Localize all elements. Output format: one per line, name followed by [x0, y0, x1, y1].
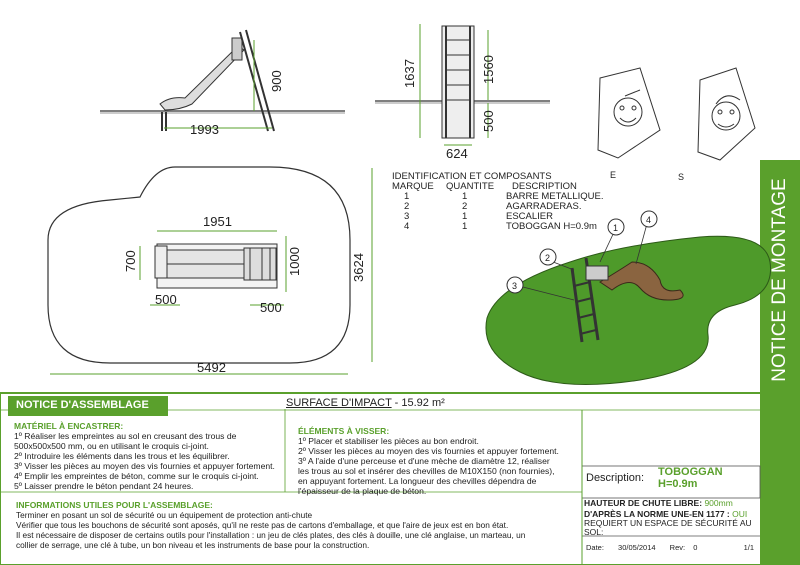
- picto-label-e: E: [610, 170, 616, 180]
- spec-description-name: TOBOGGAN: [658, 466, 723, 478]
- dim-front-base: 500: [481, 110, 496, 132]
- surface-value: - 15.92 m²: [394, 397, 445, 409]
- iso-view: [485, 210, 772, 385]
- vertical-title: NOTICE DE MONTAGE: [769, 178, 790, 382]
- materiel-line: 1º Réaliser les empreintes au sol en cre…: [14, 431, 237, 441]
- infos-line: collier de serrage, une clé à tube, un b…: [16, 540, 370, 550]
- dim-plan-bottom-left: 500: [155, 292, 177, 307]
- visser-block: ÉLÉMENTS À VISSER: 1º Placer et stabilis…: [298, 426, 582, 496]
- col-marque: MARQUE: [392, 181, 434, 192]
- spec-description-sub: H=0.9m: [658, 478, 698, 490]
- materiel-title: MATÉRIEL À ENCASTRER:: [14, 421, 124, 431]
- callout-1: 1: [613, 223, 618, 233]
- materiel-line: 5º Laisser prendre le béton pendant 24 h…: [14, 481, 194, 491]
- dim-front-width: 624: [446, 146, 468, 161]
- materiel-line: 3º Visser les pièces au moyen des vis fo…: [14, 461, 275, 471]
- materiel-line: 500x500x500 mm, ou en utilisant le croqu…: [14, 441, 209, 451]
- components-block: IDENTIFICATION ET COMPOSANTS MARQUE QUAN…: [392, 172, 622, 232]
- callout-2: 2: [545, 253, 550, 263]
- visser-line: en appuyant fortement. La longueur des c…: [298, 476, 537, 486]
- callout-4: 4: [646, 215, 651, 225]
- visser-line: 3º A l'aide d'une perceuse et d'une mèch…: [298, 456, 550, 466]
- spec-page: 1/1: [743, 543, 754, 552]
- components-title: IDENTIFICATION ET COMPOSANTS: [392, 171, 552, 182]
- infos-line: Vérifier que tous les bouchons de sécuri…: [16, 520, 509, 530]
- front-view: [375, 24, 550, 146]
- visser-line: 2º Visser les pièces au moyen des vis fo…: [298, 446, 559, 456]
- spec-rev-value: 0: [693, 543, 698, 552]
- spec-norme-text: REQUIERT UN ESPACE DE SÉCURITÉ AU SOL:: [584, 518, 752, 537]
- visser-line: 1º Placer et stabiliser les pièces au bo…: [298, 436, 479, 446]
- dim-front-total: 1637: [402, 59, 417, 88]
- side-view: [100, 29, 345, 132]
- spec-norme-value: OUI: [732, 509, 748, 519]
- dim-zone-height: 3624: [351, 253, 366, 282]
- vertical-title-box: NOTICE DE MONTAGE: [760, 160, 800, 400]
- callout-3: 3: [512, 281, 517, 291]
- materiel-line: 2º Introduire les éléments dans les trou…: [14, 451, 230, 461]
- side-band: [760, 160, 800, 565]
- picto-entrance: [597, 67, 661, 159]
- dim-plan-width: 1951: [203, 214, 232, 229]
- spec-date-value: 30/05/2014: [618, 543, 656, 552]
- col-quantite: QUANTITE: [446, 181, 495, 192]
- dim-plan-right: 1000: [287, 247, 302, 276]
- dim-plan-left: 700: [123, 250, 138, 272]
- spec-description-label: Description:: [586, 472, 645, 484]
- visser-title: ÉLÉMENTS À VISSER:: [298, 426, 390, 436]
- surface-label: SURFACE D'IMPACT: [286, 397, 392, 409]
- visser-line: l'épaisseur de la plaque de béton.: [298, 486, 427, 496]
- dim-zone-width: 5492: [197, 360, 226, 375]
- spec-date-label: Date:: [586, 543, 604, 552]
- materiel-line: 4º Emplir les empreintes de béton, comme…: [14, 471, 259, 481]
- spec-description-value: TOBOGGAN H=0.9m: [658, 466, 723, 490]
- dim-front-ladder: 1560: [481, 55, 496, 84]
- visser-line: les trous au sol et insérer des cheville…: [298, 466, 555, 476]
- spec-hauteur-label: HAUTEUR DE CHUTE LIBRE:: [584, 498, 703, 508]
- dim-plan-bottom-right: 500: [260, 300, 282, 315]
- infos-line: Il est nécessaire de disposer de certain…: [16, 530, 526, 540]
- infos-line: Terminer en posant un sol de sécurité ou…: [16, 510, 313, 520]
- notice-title: NOTICE D'ASSEMBLAGE: [16, 399, 149, 411]
- picto-exit: [697, 67, 756, 161]
- spec-desc-frame: [581, 465, 761, 499]
- col-description: DESCRIPTION: [512, 181, 577, 192]
- spec-norme-label: D'APRÈS LA NORME UNE-EN 1177 :: [584, 509, 730, 519]
- spec-footer: Date: 30/05/2014 Rev: 0 1/1: [586, 543, 756, 552]
- spec-rev-label: Rev:: [669, 543, 686, 552]
- dim-side-width: 1993: [190, 122, 219, 137]
- spec-norme: D'APRÈS LA NORME UNE-EN 1177 : OUI REQUI…: [584, 510, 760, 537]
- infos-title: INFORMATIONS UTILES POUR L'ASSEMBLAGE:: [16, 500, 213, 510]
- picto-label-s: S: [678, 172, 684, 182]
- materiel-block: MATÉRIEL À ENCASTRER: 1º Réaliser les em…: [14, 421, 284, 491]
- infos-block: INFORMATIONS UTILES POUR L'ASSEMBLAGE: T…: [16, 500, 580, 550]
- plan-view: [47, 166, 373, 375]
- surface-impact: SURFACE D'IMPACT - 15.92 m²: [286, 397, 445, 409]
- spec-hauteur: HAUTEUR DE CHUTE LIBRE: 900mm: [584, 498, 733, 508]
- spec-hauteur-value: 900mm: [704, 498, 733, 508]
- dim-side-height: 900: [269, 70, 284, 92]
